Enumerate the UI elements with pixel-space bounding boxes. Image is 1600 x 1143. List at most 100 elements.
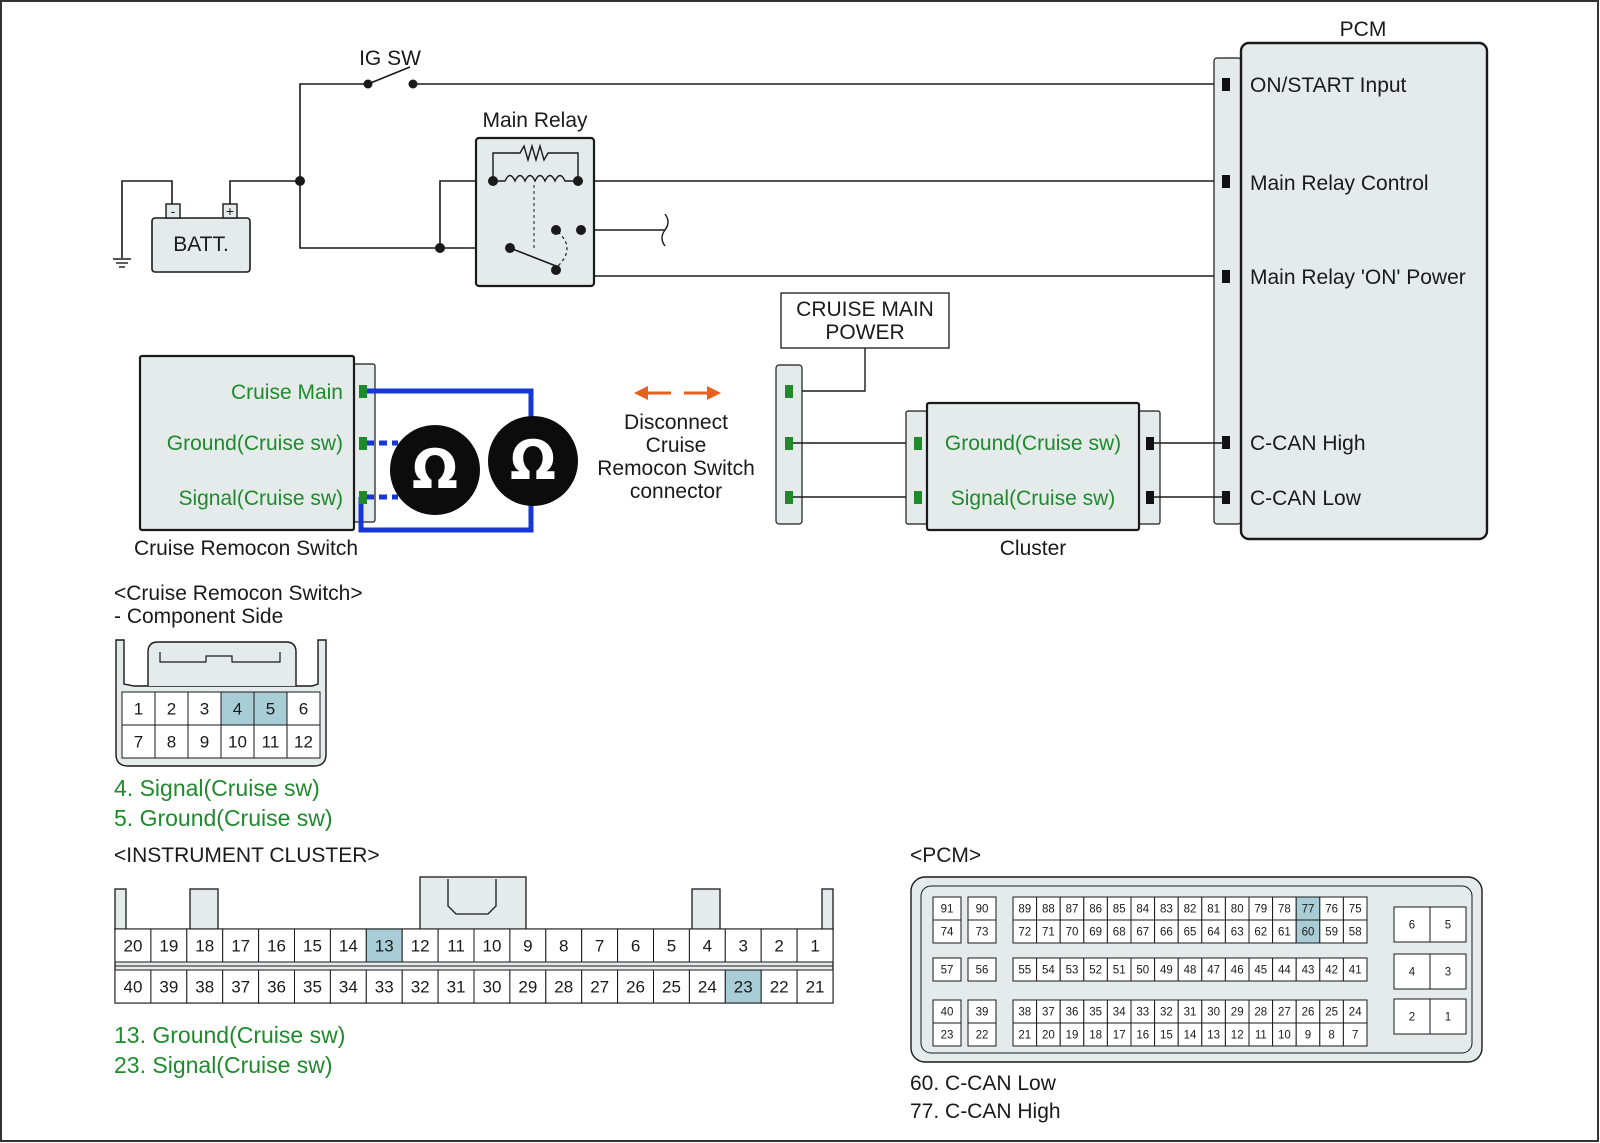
connector-pin-number: 39: [976, 1007, 989, 1019]
connector-pin-cell: [760, 928, 798, 963]
connector-pin-number: 67: [1136, 927, 1149, 939]
cluster-label-signal: Signal(Cruise sw): [951, 487, 1116, 510]
battery-plus-sign: +: [226, 203, 234, 219]
connector-pin-cell: [401, 928, 439, 963]
cluster-connector-title: <INSTRUMENT CLUSTER>: [114, 844, 380, 867]
connector-pin-number: 10: [482, 937, 501, 956]
connector-pin-number: 23: [941, 1030, 954, 1042]
connector-pin-cell: [114, 969, 152, 1004]
pcm-label-c-can-low: C-CAN Low: [1250, 487, 1362, 510]
connector-pin-number: 9: [523, 937, 532, 956]
connector-pin-number: 35: [303, 978, 322, 997]
remocon-label-cruise-main: Cruise Main: [231, 381, 343, 404]
connector-pin-cell: [796, 969, 834, 1004]
connector-pin-cell: [186, 969, 224, 1004]
connector-pin-number: 56: [976, 965, 989, 977]
connector-pin-number: 4: [1409, 967, 1416, 979]
connector-pin-number: 84: [1136, 904, 1149, 916]
meter-lead-cruise-main: [366, 388, 534, 422]
connector-pin-cell: [1393, 953, 1431, 990]
switch-contact: [408, 79, 418, 89]
connector-pin-cell: [365, 969, 403, 1004]
connector-pin-number: 78: [1278, 904, 1291, 916]
remocon-switch-box: [138, 354, 356, 532]
connector-pin-number: 49: [1160, 965, 1173, 977]
connector-pin-number: 26: [626, 978, 645, 997]
connector-pin-cell: [967, 1022, 997, 1047]
connector-pin-number: 43: [1302, 965, 1315, 977]
connector-pin-number: 66: [1160, 927, 1173, 939]
connector-pin-cell: [581, 928, 619, 963]
connector-pin-cell: [509, 969, 547, 1004]
pcm-terminal: [1222, 78, 1230, 91]
connector-pin-number: 33: [1136, 1007, 1149, 1019]
connector-pin-number: 10: [1278, 1030, 1291, 1042]
connector-pin-number: 46: [1231, 965, 1244, 977]
cluster-terminal: [914, 437, 922, 450]
connector-pin-number: 8: [1328, 1030, 1334, 1042]
meter-leads: [358, 388, 534, 533]
connector-pin-number: 36: [1066, 1007, 1079, 1019]
junction-dot: [295, 176, 305, 186]
pcm-terminal: [1222, 436, 1230, 449]
connector-pin-cell: [286, 691, 321, 726]
connector-pin-number: 68: [1113, 927, 1126, 939]
connector-pin-number: 86: [1089, 904, 1102, 916]
cluster-terminal: [914, 491, 922, 504]
connector-pin-number: 11: [1255, 1030, 1267, 1042]
connector-pin-number: 8: [167, 733, 176, 752]
connector-pin-number: 88: [1042, 904, 1055, 916]
connector-pin-number: 8: [559, 937, 568, 956]
connector-pin-number: 16: [267, 937, 286, 956]
connector-pin-number: 6: [299, 700, 308, 719]
harness-terminal: [785, 437, 793, 450]
connector-pin-cell: [932, 1022, 962, 1047]
connector-pin-number: 71: [1042, 927, 1055, 939]
connector-pin-cell: [1342, 1022, 1368, 1047]
remocon-terminal: [359, 491, 367, 504]
relay-coil: [493, 174, 578, 183]
cruise-main-power-line-2: POWER: [825, 321, 904, 344]
connector-pin-cell: [653, 969, 690, 1004]
connector-pin-number: 25: [662, 978, 681, 997]
batt-plus-wire: [229, 180, 300, 210]
connector-pin-number: 5: [266, 700, 275, 719]
remocon-legend-5: 5. Ground(Cruise sw): [114, 805, 333, 831]
connector-pin-number: 89: [1018, 904, 1031, 916]
connector-pin-cell: [365, 928, 403, 963]
connector-pin-number: 25: [1325, 1007, 1338, 1019]
connector-pin-number: 57: [941, 965, 954, 977]
connector-pin-number: 24: [1349, 1007, 1362, 1019]
connector-pin-number: 75: [1349, 904, 1362, 916]
battery-label: BATT.: [173, 233, 229, 256]
connector-pin-number: 82: [1184, 904, 1197, 916]
connector-pin-number: 31: [447, 978, 466, 997]
connector-pin-number: 13: [1207, 1030, 1220, 1042]
connector-pin-number: 87: [1066, 904, 1079, 916]
connector-pin-number: 62: [1254, 927, 1267, 939]
connector-pin-cell: [653, 928, 690, 963]
pcm-label-on-start: ON/START Input: [1250, 74, 1407, 97]
junction-dot: [435, 243, 445, 253]
connector-pin-number: 15: [1160, 1030, 1173, 1042]
connector-pin-cell: [545, 928, 583, 963]
connector-pin-number: 13: [375, 937, 394, 956]
connector-pin-number: 15: [303, 937, 322, 956]
connector-pin-number: 6: [1409, 920, 1415, 932]
connector-pin-cell: [1393, 998, 1431, 1035]
connector-pin-number: 70: [1066, 927, 1079, 939]
ig-switch-blade: [367, 66, 411, 85]
connector-pin-cell: [688, 928, 726, 963]
connector-pin-cell: [1429, 953, 1467, 990]
connector-pin-number: 77: [1302, 904, 1315, 916]
connector-pin-number: 2: [1409, 1012, 1415, 1024]
connector-pin-number: 18: [1089, 1030, 1102, 1042]
remocon-connector-subtitle: - Component Side: [114, 605, 283, 628]
connector-pin-cell: [967, 957, 997, 982]
connector-pin-number: 37: [231, 978, 250, 997]
main-relay-label: Main Relay: [482, 109, 588, 132]
ohm-meter-icon: Ω: [488, 416, 578, 506]
connector-pin-number: 83: [1160, 904, 1173, 916]
connector-pin-number: 45: [1254, 965, 1267, 977]
connector-pin-number: 20: [1042, 1030, 1055, 1042]
